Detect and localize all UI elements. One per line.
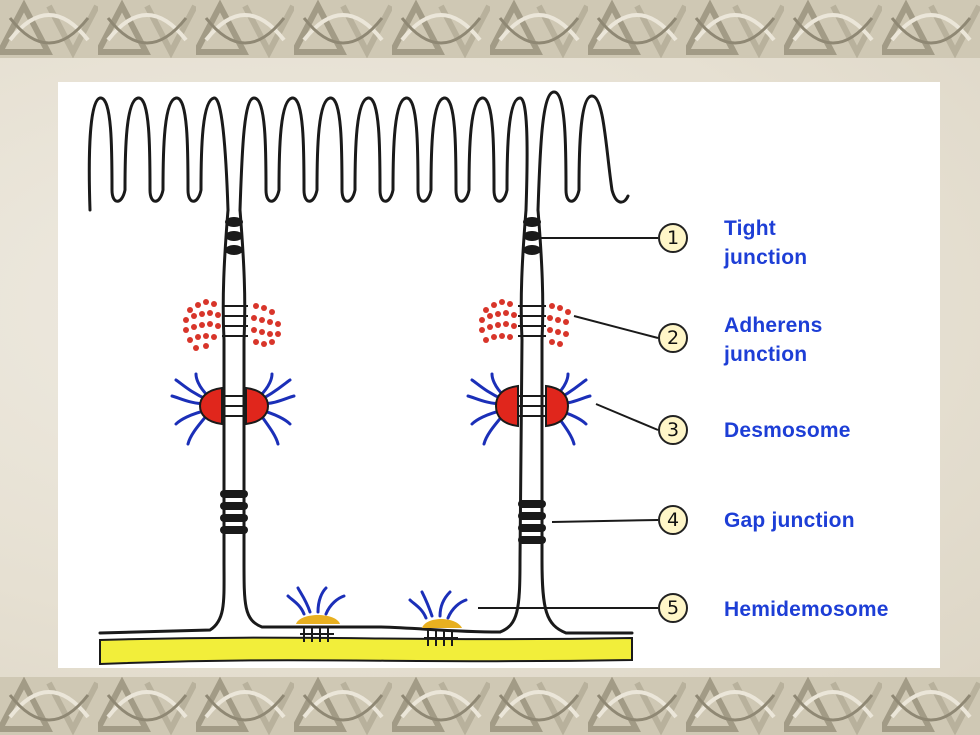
right-lateral-membrane-a — [498, 208, 528, 634]
decorative-border-bottom — [0, 677, 980, 735]
label-line: junction — [724, 246, 808, 269]
decorative-border-top — [0, 0, 980, 58]
diagram-panel — [58, 82, 940, 668]
label-tight-junction: Tight junction — [724, 214, 807, 272]
hemidesmosome-right — [408, 590, 468, 646]
tight-junction-left — [225, 217, 243, 255]
callout-number-3: 3 — [658, 415, 688, 445]
leader-line-2 — [573, 315, 659, 339]
gap-junction-right — [518, 500, 546, 544]
right-lateral-membrane-b — [536, 208, 634, 635]
adherens-junction-left — [183, 299, 281, 351]
callout-number-1: 1 — [658, 223, 688, 253]
label-line: junction — [724, 343, 808, 366]
leader-line-3 — [595, 403, 659, 431]
callout-number-4: 4 — [658, 505, 688, 535]
callout-number-5: 5 — [658, 593, 688, 623]
hemidesmosome-left — [286, 586, 346, 642]
left-lateral-membrane-a — [98, 208, 230, 635]
basal-lamina — [99, 636, 633, 666]
callout-number-2: 2 — [658, 323, 688, 353]
desmosome-right — [466, 372, 592, 446]
desmosome-left — [170, 372, 296, 446]
left-lateral-membrane-b — [238, 208, 502, 634]
label-desmosome: Desmosome — [724, 419, 851, 442]
tight-junction-right — [523, 217, 541, 255]
label-line: Adherens — [724, 314, 823, 337]
adherens-junction-right — [479, 299, 571, 347]
gap-junction-left — [220, 490, 248, 534]
label-gap-junction: Gap junction — [724, 509, 855, 532]
label-line: Tight — [724, 217, 776, 240]
label-adherens-junction: Adherens junction — [724, 311, 822, 369]
leader-line-4 — [551, 519, 659, 523]
label-hemidemosome: Hemidemosome — [724, 598, 889, 621]
microvilli-apical-membrane — [87, 90, 630, 212]
